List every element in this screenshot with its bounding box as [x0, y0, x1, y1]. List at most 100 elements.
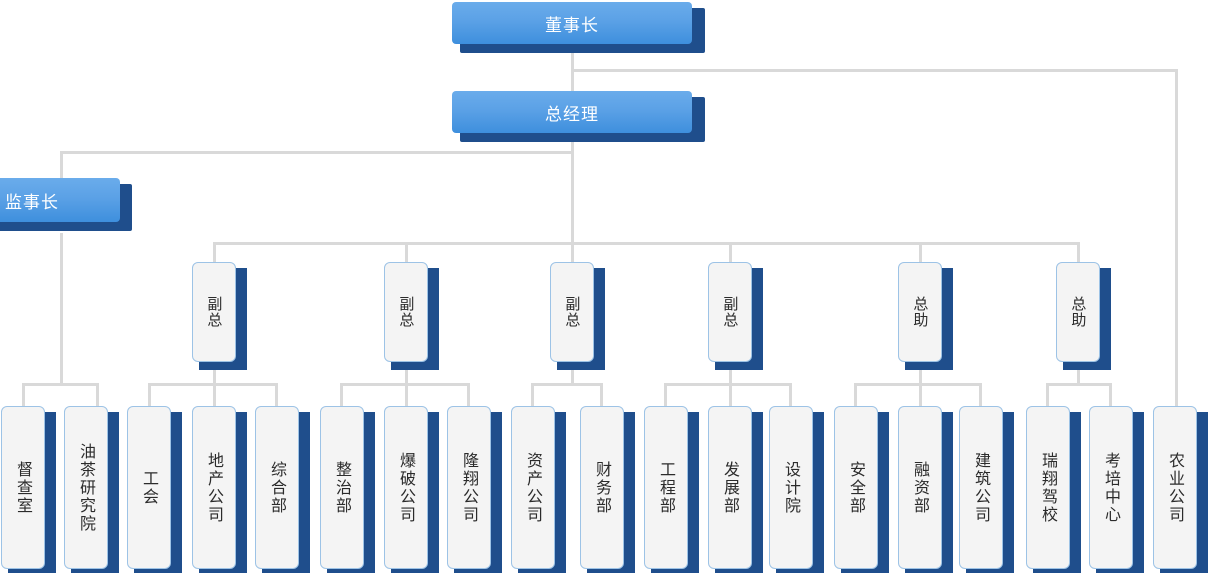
dept-2-label: 油茶研究院 — [77, 442, 97, 533]
connector-deputy-gm-4-bar — [664, 383, 792, 386]
connector-manager-bar — [213, 242, 1077, 245]
connector-deputy-gm-3-bar — [531, 383, 603, 386]
node-dept-5[interactable]: 综合部 — [255, 406, 299, 569]
connector-dept-14-drop — [854, 383, 857, 407]
node-dept-17[interactable]: 瑞翔驾校 — [1026, 406, 1070, 569]
connector-deputy-gm-3-drop — [571, 242, 574, 264]
connector-chairman-to-gm — [571, 69, 574, 91]
dept-6-label: 整治部 — [333, 460, 353, 515]
dept-12-label: 发展部 — [721, 460, 741, 515]
connector-dept-1-drop — [22, 383, 25, 407]
connector-dept-8-drop — [467, 383, 470, 407]
node-chairman[interactable]: 董事长 — [452, 2, 692, 44]
connector-chairman-down — [571, 47, 574, 72]
connector-gm-assistant-2-drop — [1077, 242, 1080, 264]
dept-18-label: 考培中心 — [1102, 451, 1122, 524]
connector-gm-down — [571, 140, 574, 242]
node-dept-12[interactable]: 发展部 — [708, 406, 752, 569]
connector-dept-13-drop — [789, 383, 792, 407]
node-dept-9[interactable]: 资产公司 — [511, 406, 555, 569]
connector-deputy-gm-1-down — [213, 363, 216, 383]
connector-gm-assistant-2-bar — [1046, 383, 1112, 386]
deputy-gm-3-label: 副总 — [563, 296, 582, 328]
dept-3-label: 工会 — [140, 469, 160, 506]
node-gm-assistant-2[interactable]: 总助 — [1056, 262, 1100, 362]
dept-9-label: 资产公司 — [524, 451, 544, 524]
gm-assistant-1-label: 总助 — [911, 296, 930, 328]
connector-dept-7-drop — [405, 383, 408, 407]
dept-11-label: 工程部 — [657, 460, 677, 515]
node-dept-7[interactable]: 爆破公司 — [384, 406, 428, 569]
node-dept-6[interactable]: 整治部 — [320, 406, 364, 569]
node-deputy-gm-4[interactable]: 副总 — [708, 262, 752, 362]
connector-dept-2-drop — [96, 383, 99, 407]
node-dept-4[interactable]: 地产公司 — [192, 406, 236, 569]
connector-gm-to-supervisor — [60, 151, 573, 154]
node-dept-18[interactable]: 考培中心 — [1089, 406, 1133, 569]
connector-dept-12-drop — [729, 383, 732, 407]
deputy-gm-2-label: 副总 — [397, 296, 416, 328]
connector-deputy-gm-3-down — [571, 363, 574, 383]
chairman-label: 董事长 — [545, 15, 599, 36]
node-supervisor-chief[interactable]: 监事长 — [0, 178, 120, 222]
node-dept-14[interactable]: 安全部 — [834, 406, 878, 569]
connector-supervisor-down — [60, 233, 63, 383]
gm-assistant-2-label: 总助 — [1069, 296, 1088, 328]
connector-supervisor-drop — [60, 151, 63, 178]
connector-dept-15-drop — [919, 383, 922, 407]
connector-dept-18-drop — [1109, 383, 1112, 407]
dept-17-label: 瑞翔驾校 — [1039, 451, 1059, 524]
node-dept-15[interactable]: 融资部 — [898, 406, 942, 569]
node-dept-8[interactable]: 隆翔公司 — [447, 406, 491, 569]
connector-deputy-gm-2-down — [405, 363, 408, 383]
deputy-gm-4-label: 副总 — [721, 296, 740, 328]
dept-10-label: 财务部 — [593, 460, 613, 515]
connector-deputy-gm-4-down — [729, 363, 732, 383]
connector-right-spine — [1175, 69, 1178, 407]
connector-gm-assistant-1-bar — [854, 383, 982, 386]
connector-deputy-gm-4-drop — [729, 242, 732, 264]
connector-supervisor-bar — [22, 383, 99, 386]
connector-chairman-right — [571, 69, 1178, 72]
node-dept-2[interactable]: 油茶研究院 — [64, 406, 108, 569]
connector-deputy-gm-2-drop — [405, 242, 408, 264]
deputy-gm-1-label: 副总 — [205, 296, 224, 328]
node-dept-11[interactable]: 工程部 — [644, 406, 688, 569]
supervisor-chief-label: 监事长 — [5, 192, 59, 213]
dept-14-label: 安全部 — [847, 460, 867, 515]
dept-13-label: 设计院 — [782, 460, 802, 515]
dept-19-label: 农业公司 — [1166, 451, 1186, 524]
dept-4-label: 地产公司 — [205, 451, 225, 524]
general-manager-label: 总经理 — [545, 104, 599, 125]
node-dept-3[interactable]: 工会 — [127, 406, 171, 569]
node-deputy-gm-3[interactable]: 副总 — [550, 262, 594, 362]
connector-gm-assistant-1-down — [919, 363, 922, 383]
connector-deputy-gm-1-drop — [213, 242, 216, 264]
connector-dept-6-drop — [340, 383, 343, 407]
node-gm-assistant-1[interactable]: 总助 — [898, 262, 942, 362]
connector-dept-10-drop — [600, 383, 603, 407]
node-dept-19[interactable]: 农业公司 — [1153, 406, 1197, 569]
dept-15-label: 融资部 — [911, 460, 931, 515]
node-deputy-gm-1[interactable]: 副总 — [192, 262, 236, 362]
connector-dept-17-drop — [1046, 383, 1049, 407]
connector-dept-11-drop — [664, 383, 667, 407]
node-dept-13[interactable]: 设计院 — [769, 406, 813, 569]
dept-8-label: 隆翔公司 — [460, 451, 480, 524]
dept-7-label: 爆破公司 — [397, 451, 417, 524]
node-general-manager[interactable]: 总经理 — [452, 91, 692, 133]
connector-gm-assistant-1-drop — [919, 242, 922, 264]
node-dept-16[interactable]: 建筑公司 — [959, 406, 1003, 569]
connector-dept-16-drop — [979, 383, 982, 407]
connector-dept-4-drop — [213, 383, 216, 407]
dept-16-label: 建筑公司 — [972, 451, 992, 524]
dept-5-label: 综合部 — [268, 460, 288, 515]
dept-1-label: 督查室 — [14, 460, 34, 515]
node-deputy-gm-2[interactable]: 副总 — [384, 262, 428, 362]
connector-dept-5-drop — [275, 383, 278, 407]
node-dept-1[interactable]: 督查室 — [1, 406, 45, 569]
connector-gm-assistant-2-down — [1077, 363, 1080, 383]
node-dept-10[interactable]: 财务部 — [580, 406, 624, 569]
connector-dept-3-drop — [148, 383, 151, 407]
